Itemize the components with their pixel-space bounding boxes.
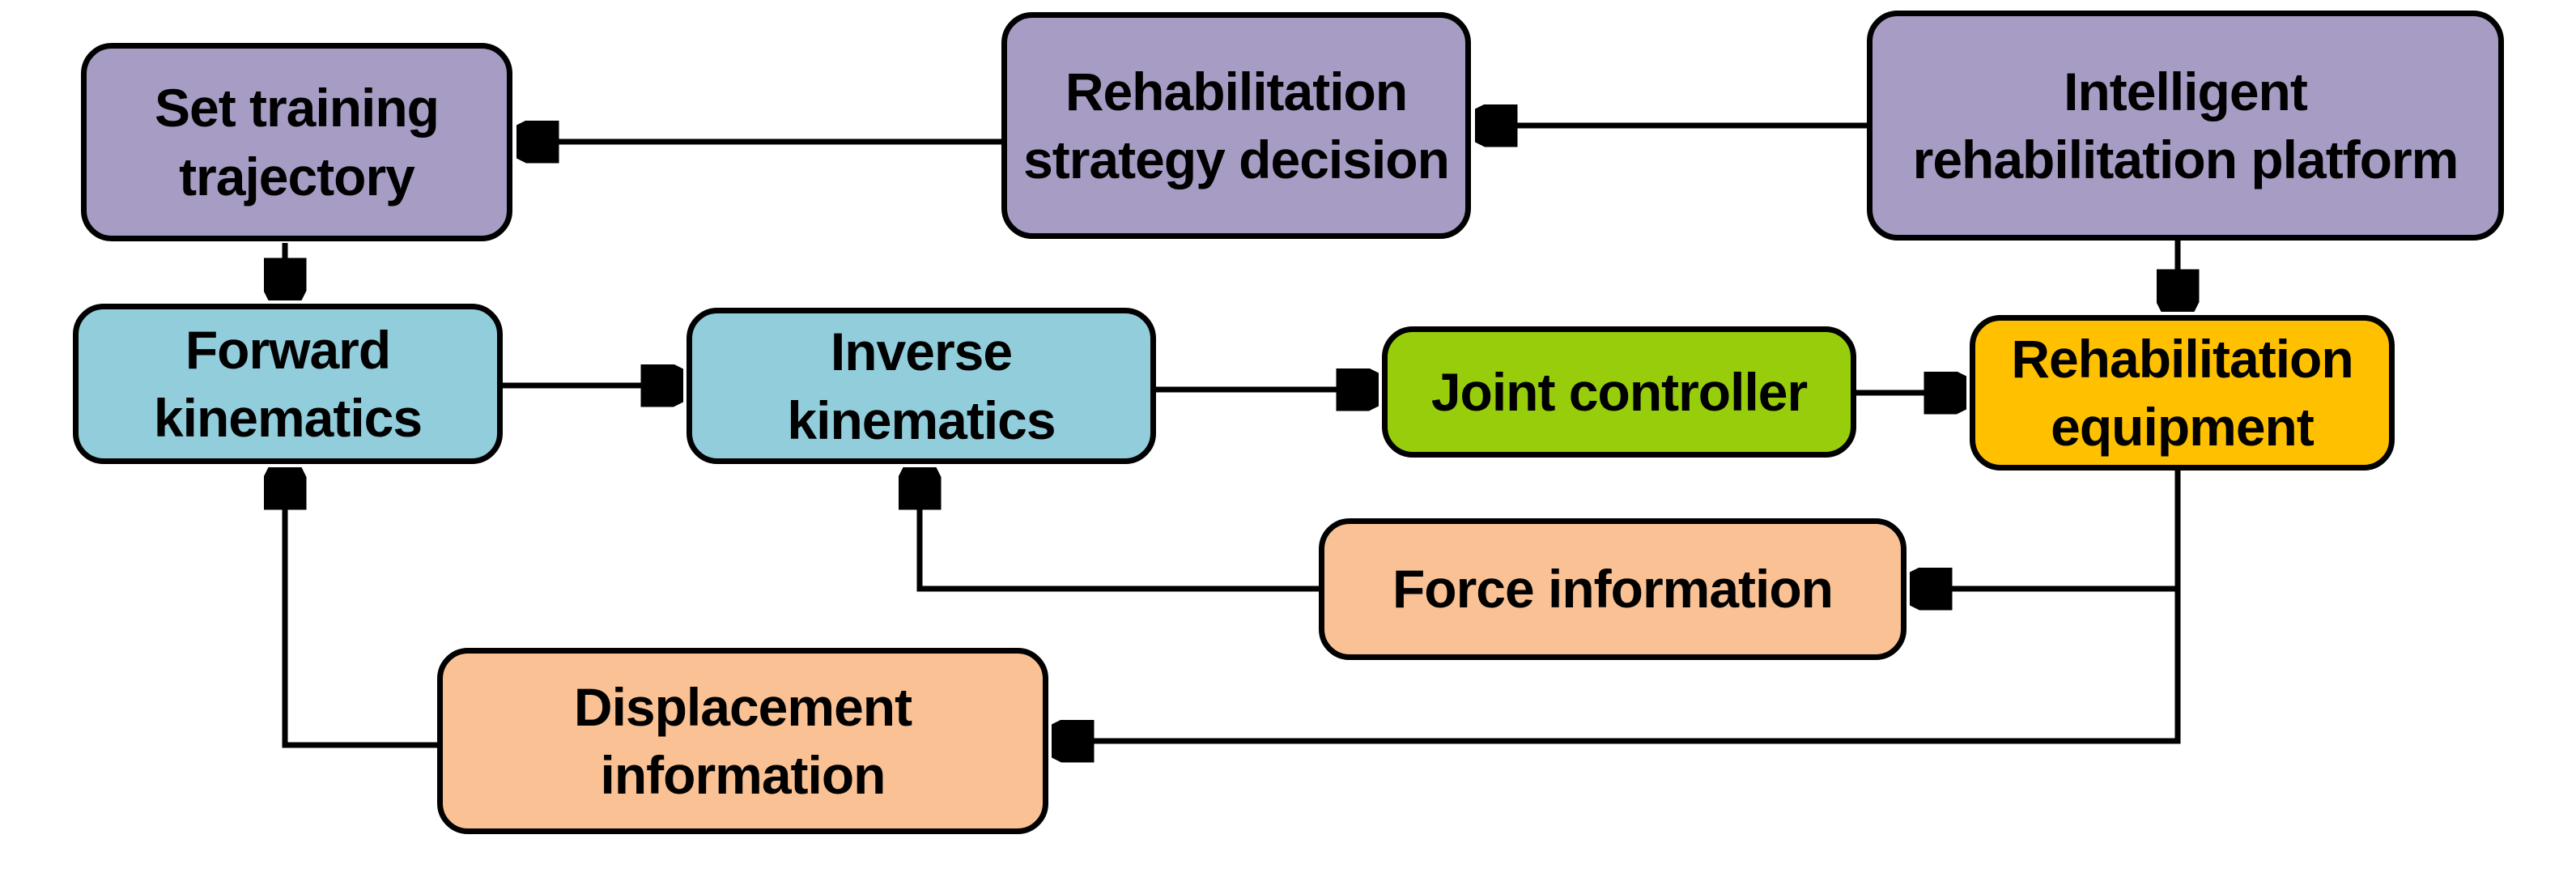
node-rehabilitation-equipment: Rehabilitation equipment [1970,315,2395,471]
node-label: Displacement information [573,676,912,805]
node-forward-kinematics: Forward kinematics [73,304,503,464]
node-joint-controller: Joint controller [1382,326,1856,458]
node-label: Rehabilitation strategy decision [1023,61,1450,190]
edge-displacement-to-forward [285,474,437,748]
edge-equipment-to-displacement [1058,589,2181,741]
node-label: Joint controller [1430,361,1808,422]
edge-equipment-to-force [1916,471,2181,589]
node-inverse-kinematics: Inverse kinematics [687,308,1156,464]
node-force-information: Force information [1319,518,1906,660]
node-displacement-information: Displacement information [437,648,1048,834]
node-label: Forward kinematics [153,319,423,448]
node-label: Inverse kinematics [787,322,1056,450]
node-set-training-trajectory: Set training trajectory [81,43,512,241]
node-rehabilitation-strategy-decision: Rehabilitation strategy decision [1001,12,1471,239]
node-intelligent-rehabilitation-platform: Intelligent rehabilitation platform [1867,11,2504,241]
edge-force-to-inverse [920,474,1319,592]
node-label: Set training trajectory [154,78,440,207]
node-label: Intelligent rehabilitation platform [1912,61,2459,190]
node-label: Force information [1392,559,1834,620]
node-label: Rehabilitation equipment [2011,328,2353,457]
